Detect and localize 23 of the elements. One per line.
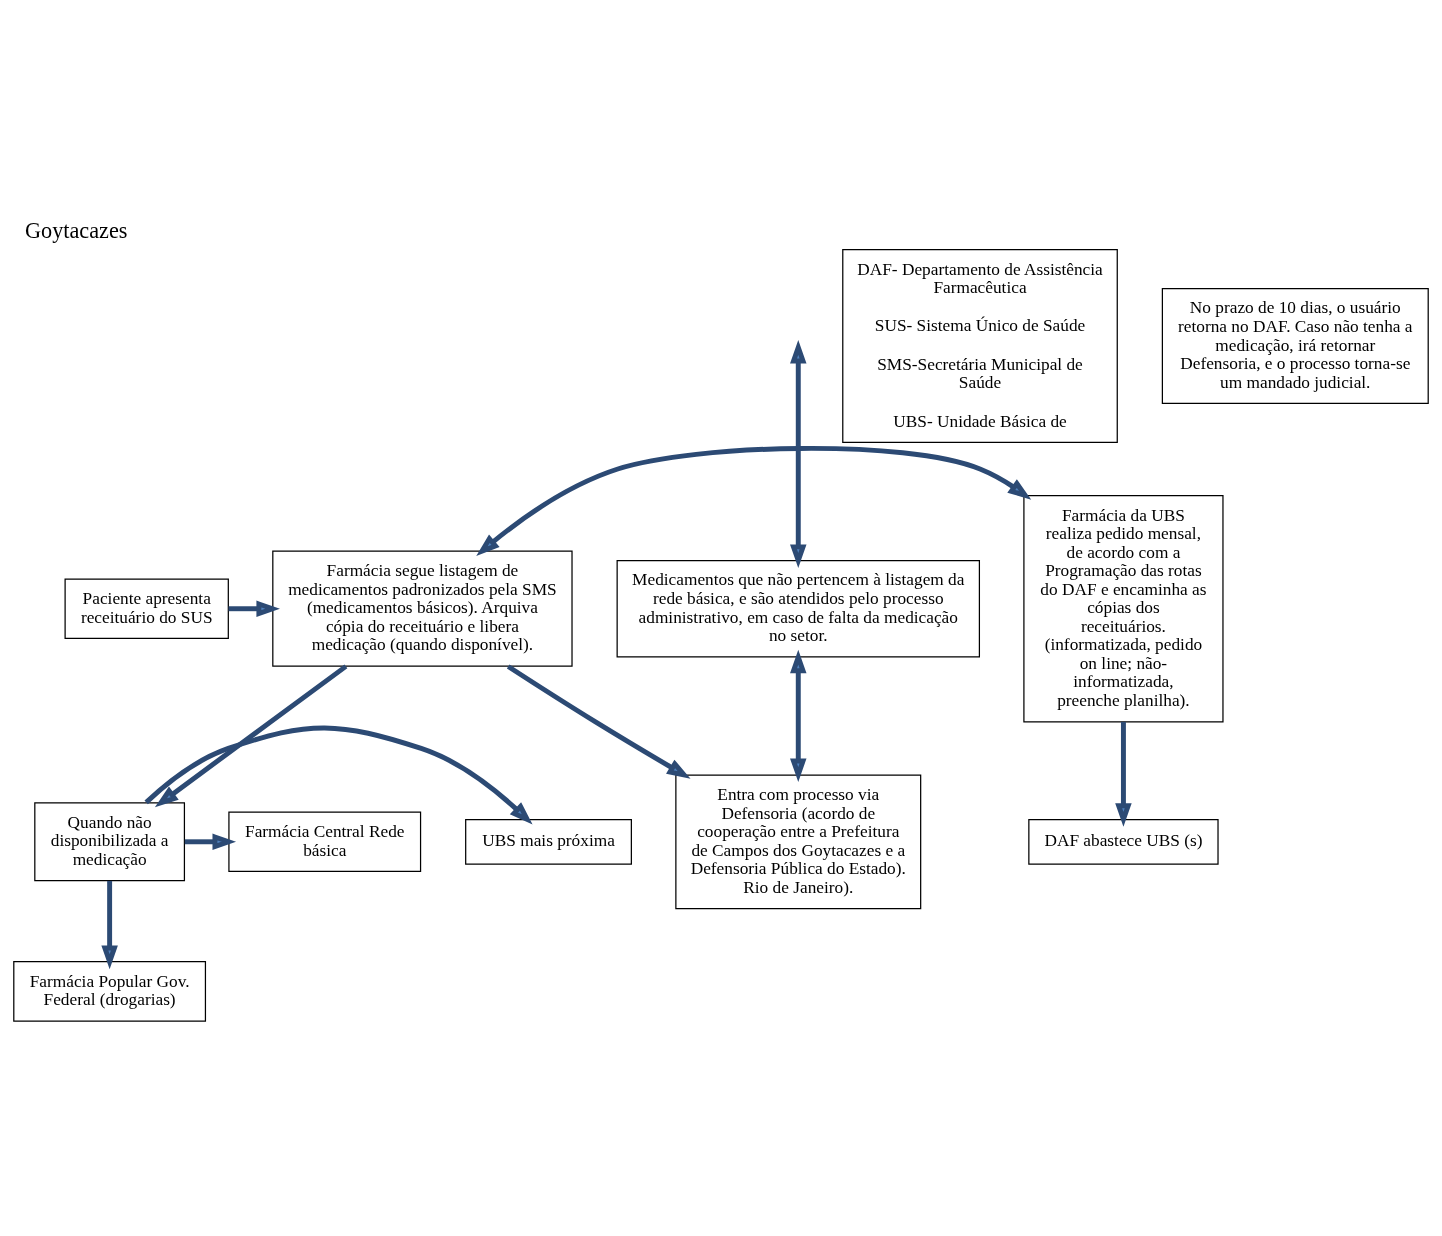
node-box: DAF abastece UBS (s): [1028, 818, 1219, 865]
arrow: [101, 880, 118, 970]
node-box: UBS mais próxima: [465, 818, 632, 865]
arrow: [228, 600, 280, 617]
node-box: Medicamentos que não pertencem à listagem da rede básica, e são atendidos pelo processo administrativo, em caso de falta da medicação no setor.: [616, 559, 980, 658]
node-box: Paciente apresenta receituário do SUS: [64, 578, 229, 639]
node-box: Farmácia da UBS realiza pedido mensal, de acordo com a Programação das rotas do DAF e encaminha as cópias dos receituários. (informatizada, pedido on line; não-informatizada, preenche planilha).: [1023, 495, 1224, 723]
arrow: [144, 725, 533, 825]
node-box: DAF- Departamento de Assistência Farmacêutica SUS- Sistema Único de Saúde SMS-Secretária Municipal de Saúde UBS- Unidade Básica de: [842, 248, 1118, 444]
arrow: [184, 833, 237, 851]
arrow: [476, 445, 1032, 556]
node-box: No prazo de 10 dias, o usuário retorna no DAF. Caso não tenha a medicação, irá retornar Defensoria, e o processo torna-se um mandado judicial.: [1161, 287, 1429, 405]
node-box: Entra com processo via Defensoria (acordo de cooperação entre a Prefeitura de Campos dos Goytacazes e a Defensoria Pública do Estado). Rio de Janeiro).: [675, 774, 922, 910]
arrow: [790, 339, 807, 568]
node-box: Farmácia segue listagem de medicamentos padronizados pela SMS (medicamentos básicos). Arquiva cópia do receituário e libera medicação (quando disponível).: [272, 550, 573, 667]
node-box: Quando não disponibilizada a medicação: [34, 802, 186, 882]
arrow: [790, 649, 807, 783]
node-box: Farmácia Central Rede básica: [228, 811, 422, 873]
diagram-title: Goytacazes: [24, 217, 128, 243]
arrow: [1115, 721, 1132, 827]
arrow: [506, 664, 691, 779]
node-box: Farmácia Popular Gov. Federal (drogarias): [13, 961, 207, 1022]
arrow: [154, 664, 348, 808]
